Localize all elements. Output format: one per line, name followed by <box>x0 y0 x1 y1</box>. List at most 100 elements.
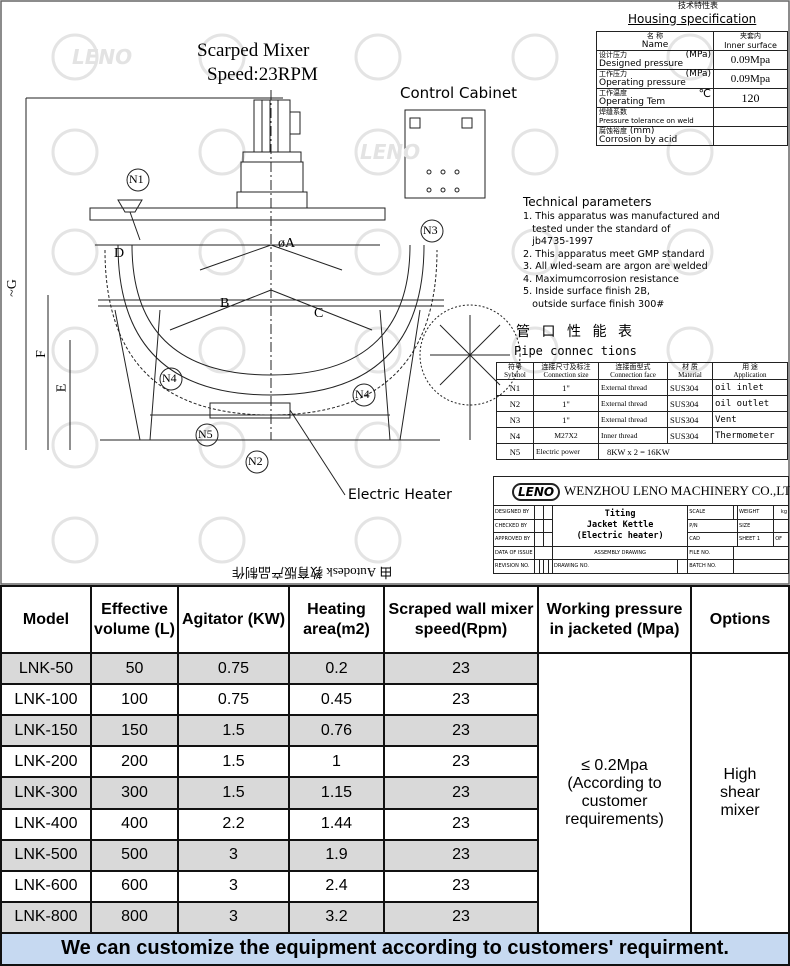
nozzle-label-n3: N3 <box>423 223 438 237</box>
file-no-label: FILE NO. <box>687 545 734 560</box>
cell-model: LNK-500 <box>0 838 92 872</box>
header-en: Sybmol <box>504 371 526 379</box>
spec-label: Pressure tolerance on weld <box>599 117 694 125</box>
cell-speed: 23 <box>383 838 539 872</box>
pipe-size: 1" <box>533 395 599 412</box>
header-heating-area: Heating area(m2) <box>288 584 385 655</box>
dimension-a: øA <box>278 236 296 251</box>
drawing-title: Scarped Mixer <box>197 40 310 61</box>
spec-value: 0.09Mpa <box>713 50 788 70</box>
tech-param-line: 2. This apparatus meet GMP standard <box>523 248 705 260</box>
control-cabinet-label: Control Cabinet <box>400 84 517 102</box>
date-of-issue-label: DATA OF ISSUE <box>493 545 535 560</box>
pipe-symbol: N3 <box>496 411 534 428</box>
pipe-title-cn: 管 口 性 能 表 <box>516 325 636 340</box>
tech-params-title: Technical parameters <box>523 195 652 209</box>
header-cn: 夹套内 <box>740 32 761 40</box>
cn-label: 工作温度 <box>599 89 627 97</box>
cn-label: 焊缝系数 <box>599 108 627 116</box>
pipe-symbol: N1 <box>496 379 534 396</box>
pipe-application: Vent <box>712 411 788 428</box>
header-name: Name <box>641 40 669 50</box>
watermark-logo: LENO <box>72 45 133 69</box>
cell-heating-area: 3.2 <box>288 900 385 934</box>
assembly-drawing-label: ASSEMBLY DRAWING <box>551 545 689 560</box>
sheet-label: SHEET 1 <box>737 532 775 547</box>
tech-param-line: 3. All wled-seam are argon are welded <box>523 261 708 272</box>
header-cn: 连接面型式 <box>615 363 651 371</box>
housing-spec-title: Housing specification <box>628 12 757 26</box>
working-pressure-value: ≤ 0.2Mpa <box>581 757 648 775</box>
tech-param-line: 4. Maximumcorrosion resistance <box>523 273 679 285</box>
pipe-size: 1" <box>533 379 599 396</box>
header-en: Application <box>733 371 767 379</box>
pipe-material: SUS304 <box>667 379 713 396</box>
pipe-application: oil inlet <box>712 379 788 396</box>
cell-model: LNK-200 <box>0 745 92 779</box>
pipe-material: SUS304 <box>667 411 713 428</box>
housing-spec-title-cn: 技术特性表 <box>678 1 718 10</box>
spec-value <box>713 107 788 127</box>
cell-model: LNK-100 <box>0 683 92 717</box>
cell-speed: 23 <box>383 683 539 717</box>
unit: (MPa) <box>685 69 711 79</box>
cad-label: CAD <box>687 532 739 547</box>
approved-by-label: APPROVED BY <box>493 532 535 547</box>
cell-options: High shear mixer <box>690 652 790 934</box>
size-label: SIZE <box>737 518 775 533</box>
pn-label: P/N <box>687 518 739 533</box>
pipe-symbol: N2 <box>496 395 534 412</box>
electric-heater-label: Electric Heater <box>348 487 452 503</box>
cell-heating-area: 1.9 <box>288 838 385 872</box>
kettle-drawing-lines <box>0 0 790 585</box>
header-en: Material <box>678 371 702 379</box>
tech-params-list: 1. This apparatus was manufactured and t… <box>523 211 720 311</box>
spec-value: 0.09Mpa <box>713 69 788 89</box>
pipe-face: External thread <box>598 411 668 428</box>
product-name: (Electric heater) <box>576 531 664 542</box>
tech-param-line: tested under the standard of <box>523 223 671 235</box>
cell-agitator: 3 <box>177 900 290 934</box>
nozzle-label-n2: N2 <box>248 454 263 468</box>
cell-volume: 800 <box>90 900 179 934</box>
cell-agitator: 1.5 <box>177 714 290 748</box>
dimension-e: E <box>54 383 70 393</box>
header-cn: 材 质 <box>682 363 698 371</box>
cell-speed: 23 <box>383 900 539 934</box>
header-cn: 连接尺寸及标注 <box>541 363 591 371</box>
pipe-size: M27X2 <box>533 427 599 444</box>
cell-heating-area: 0.45 <box>288 683 385 717</box>
product-name: Jacket Kettle <box>586 520 654 531</box>
autodesk-note: 由 Autodesk 教育版产品制作 <box>232 565 393 580</box>
spec-label: Operating pressure <box>599 78 686 88</box>
watermark-logo: LENO <box>360 140 421 164</box>
spec-label: Operating Tem <box>599 97 666 107</box>
cell-model: LNK-50 <box>0 652 92 686</box>
tech-param-line: outside surface finish 300# <box>523 298 665 310</box>
header-agitator: Agitator (KW) <box>177 584 290 655</box>
cell-agitator: 1.5 <box>177 776 290 810</box>
unit: (mm) <box>629 126 655 136</box>
cell-agitator: 2.2 <box>177 807 290 841</box>
cell-volume: 200 <box>90 745 179 779</box>
header-cn: 名 称 <box>646 32 664 40</box>
cell-agitator: 0.75 <box>177 683 290 717</box>
cell-working-pressure: ≤ 0.2Mpa(According to customer requireme… <box>537 652 692 934</box>
pipe-material: SUS304 <box>667 427 713 444</box>
cell-speed: 23 <box>383 714 539 748</box>
cell-heating-area: 1.44 <box>288 807 385 841</box>
power-label: Electric power <box>533 443 599 460</box>
cell-heating-area: 0.2 <box>288 652 385 686</box>
cell-model: LNK-300 <box>0 776 92 810</box>
header-en: Connection size <box>543 371 589 379</box>
